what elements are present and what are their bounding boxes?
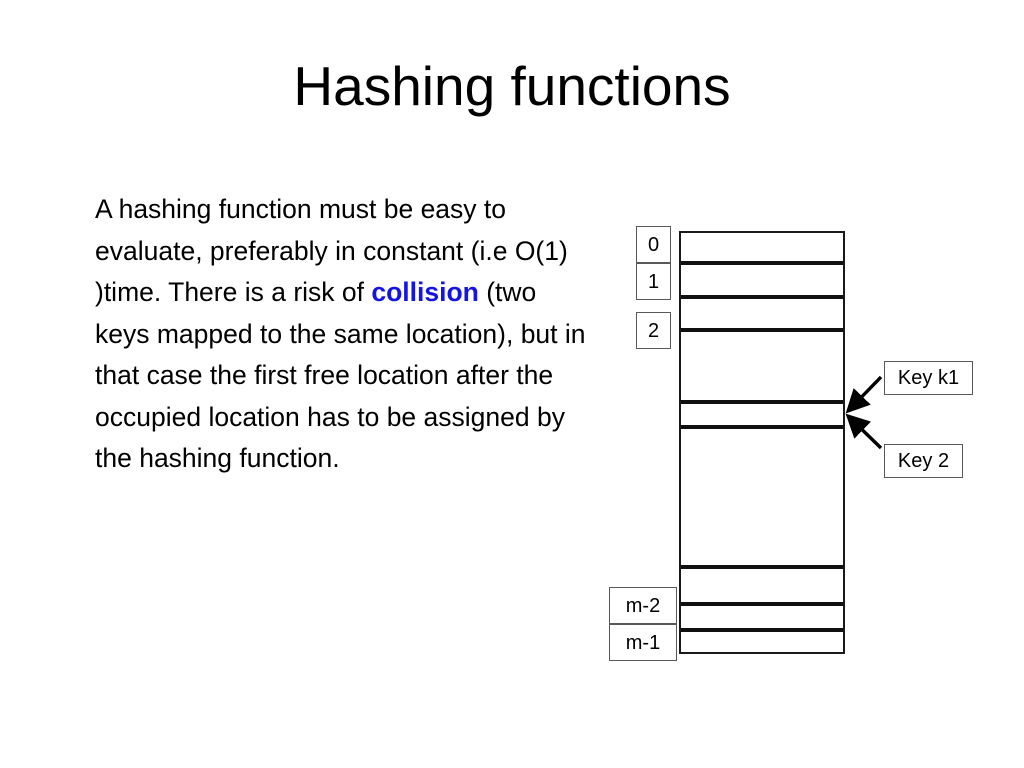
collision-keyword: collision — [371, 277, 479, 307]
slot-divider-3 — [681, 400, 843, 404]
body-text-part-2: (two keys mapped to the same location), … — [95, 277, 586, 473]
slot-divider-1 — [681, 295, 843, 299]
index-label-1: 1 — [636, 263, 671, 300]
slot-divider-5 — [681, 565, 843, 569]
index-label-2: 2 — [636, 312, 671, 349]
arrow-key-k1 — [845, 375, 883, 414]
page-title: Hashing functions — [293, 55, 731, 117]
body-paragraph: A hashing function must be easy to evalu… — [95, 189, 587, 480]
index-label-m-2: m-2 — [609, 587, 677, 624]
body-text-part-1: A hashing function must be easy to evalu… — [95, 194, 568, 307]
hash-table-box — [679, 231, 845, 654]
slot-divider-6 — [681, 602, 843, 606]
callout-key-2: Key 2 — [884, 444, 963, 478]
slot-divider-7 — [681, 628, 843, 632]
hash-table-diagram: 0 1 2 m-2 m-1 Key k1 Key 2 — [600, 215, 1000, 675]
callout-key-k1: Key k1 — [884, 361, 973, 395]
arrow-key-2 — [845, 413, 883, 450]
index-label-0: 0 — [636, 226, 671, 263]
slot-divider-2 — [681, 328, 843, 332]
index-label-m-1: m-1 — [609, 624, 677, 661]
slot-divider-4 — [681, 425, 843, 429]
slot-divider-0 — [681, 261, 843, 265]
